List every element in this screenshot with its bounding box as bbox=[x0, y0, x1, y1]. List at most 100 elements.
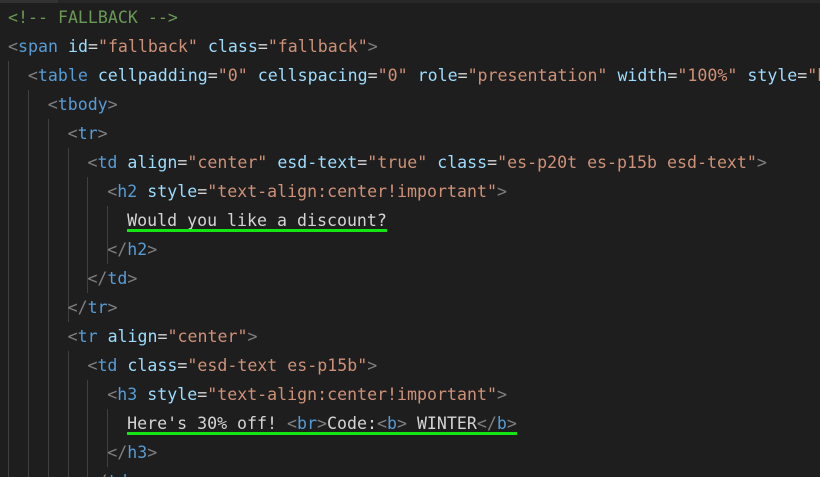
comment-token: <!-- FALLBACK --> bbox=[8, 8, 178, 27]
punctuation-token: > bbox=[396, 414, 417, 433]
code-line[interactable]: <td align="center" esd-text="true" class… bbox=[0, 148, 820, 177]
text-token: WINTER bbox=[416, 414, 477, 433]
code-line-text: </td> bbox=[8, 264, 820, 293]
code-line-text: </h3> bbox=[8, 438, 820, 467]
indent-guide bbox=[8, 380, 9, 409]
text-token bbox=[198, 37, 208, 56]
indent-guide bbox=[8, 235, 9, 264]
indent-guide bbox=[8, 148, 9, 177]
indent-guide bbox=[47, 293, 49, 322]
punctuation-token: > bbox=[127, 269, 138, 288]
code-line[interactable]: </h3> bbox=[0, 438, 820, 467]
punctuation-token: > bbox=[496, 182, 507, 201]
punctuation-token: > bbox=[97, 124, 108, 143]
code-line[interactable]: </td> bbox=[0, 264, 820, 293]
code-line[interactable]: Here's 30% off! <br>Code:<b> WINTER</b> bbox=[0, 409, 820, 438]
code-line[interactable]: Would you like a discount? bbox=[0, 206, 820, 235]
equals-token: = bbox=[177, 356, 188, 375]
punctuation-token: > bbox=[107, 298, 118, 317]
attribute-value-token: "center" bbox=[167, 327, 248, 346]
highlighted-string[interactable]: Would you like a discount? bbox=[127, 206, 387, 235]
code-line-text: <span id="fallback" class="fallback"> bbox=[8, 32, 820, 61]
indent-guide bbox=[27, 322, 29, 351]
code-line-text: </h2> bbox=[8, 235, 820, 264]
text-token bbox=[427, 153, 437, 172]
attribute-name-token: esd-text bbox=[277, 153, 358, 172]
text-token: Would you like a discount? bbox=[127, 211, 387, 230]
punctuation-token: < bbox=[47, 95, 58, 114]
code-line[interactable]: </tr> bbox=[0, 293, 820, 322]
code-line[interactable]: <!-- FALLBACK --> bbox=[0, 3, 820, 32]
code-line[interactable]: <tr> bbox=[0, 119, 820, 148]
indent-guide bbox=[27, 264, 29, 293]
text-token bbox=[737, 66, 747, 85]
indent-guide bbox=[27, 293, 29, 322]
attribute-value-token: "back bbox=[807, 66, 820, 85]
code-line[interactable]: </td> bbox=[0, 467, 820, 477]
attribute-value-token: "text-align:center!important" bbox=[207, 182, 497, 201]
attribute-name-token: align bbox=[107, 327, 158, 346]
text-token bbox=[137, 182, 147, 201]
punctuation-token: < bbox=[67, 124, 78, 143]
indent-guide bbox=[87, 467, 89, 477]
text-token bbox=[117, 153, 127, 172]
code-line[interactable]: </h2> bbox=[0, 235, 820, 264]
tag-name-token: td bbox=[97, 153, 118, 172]
code-line[interactable]: <table cellpadding="0" cellspacing="0" r… bbox=[0, 61, 820, 90]
code-line[interactable]: <h3 style="text-align:center!important"> bbox=[0, 380, 820, 409]
indent-guide bbox=[8, 206, 9, 235]
attribute-name-token: cellpadding bbox=[97, 66, 208, 85]
code-line[interactable]: <h2 style="text-align:center!important"> bbox=[0, 177, 820, 206]
punctuation-token: > bbox=[147, 240, 158, 259]
indent-guide bbox=[67, 206, 69, 235]
code-content[interactable]: <!-- FALLBACK --> <span id="fallback" cla… bbox=[0, 3, 820, 477]
code-line[interactable]: <td class="esd-text es-p15b"> bbox=[0, 351, 820, 380]
text-token bbox=[58, 37, 68, 56]
attribute-name-token: id bbox=[67, 37, 88, 56]
indent-guide bbox=[87, 206, 89, 235]
indent-guide bbox=[27, 409, 29, 438]
indent-guide bbox=[8, 467, 9, 477]
highlighted-string[interactable]: Here's 30% off! <br>Code:<b> WINTER</b> bbox=[127, 409, 517, 438]
equals-token: = bbox=[207, 66, 218, 85]
code-line[interactable]: <span id="fallback" class="fallback"> bbox=[0, 32, 820, 61]
text-token bbox=[248, 66, 258, 85]
text-token bbox=[88, 66, 98, 85]
indent-guide bbox=[67, 177, 69, 206]
tag-name-token: b bbox=[496, 414, 507, 433]
attribute-value-token: "100%" bbox=[677, 66, 738, 85]
equals-token: = bbox=[457, 66, 468, 85]
text-token: Here's 30% off! bbox=[127, 414, 288, 433]
indent-guide bbox=[8, 90, 9, 119]
code-line-text: <h3 style="text-align:center!important"> bbox=[8, 380, 820, 409]
text-token bbox=[408, 66, 418, 85]
text-token: Code: bbox=[327, 414, 377, 433]
attribute-value-token: "true" bbox=[367, 153, 428, 172]
tag-name-token: b bbox=[386, 414, 397, 433]
indent-guide bbox=[27, 380, 29, 409]
tag-name-token: h3 bbox=[127, 443, 148, 462]
equals-token: = bbox=[367, 66, 378, 85]
attribute-value-token: "fallback" bbox=[97, 37, 198, 56]
code-line-text: <td class="esd-text es-p15b"> bbox=[8, 351, 820, 380]
attribute-name-token: style bbox=[147, 385, 198, 404]
code-line[interactable]: <tbody> bbox=[0, 90, 820, 119]
indent-guide bbox=[27, 235, 29, 264]
indent-guide bbox=[67, 293, 69, 322]
indent-guide bbox=[47, 119, 49, 148]
code-line[interactable]: <tr align="center"> bbox=[0, 322, 820, 351]
indent-guide bbox=[47, 467, 49, 477]
punctuation-token: </ bbox=[87, 269, 108, 288]
attribute-name-token: style bbox=[747, 66, 798, 85]
punctuation-token: < bbox=[8, 37, 18, 56]
text-token bbox=[98, 327, 108, 346]
punctuation-token: < bbox=[87, 356, 98, 375]
indent-guide bbox=[67, 235, 69, 264]
tag-name-token: tr bbox=[77, 124, 98, 143]
indent-guide bbox=[27, 148, 29, 177]
punctuation-token: > bbox=[107, 95, 118, 114]
attribute-name-token: role bbox=[417, 66, 458, 85]
indent-guide bbox=[47, 235, 49, 264]
equals-token: = bbox=[87, 37, 98, 56]
